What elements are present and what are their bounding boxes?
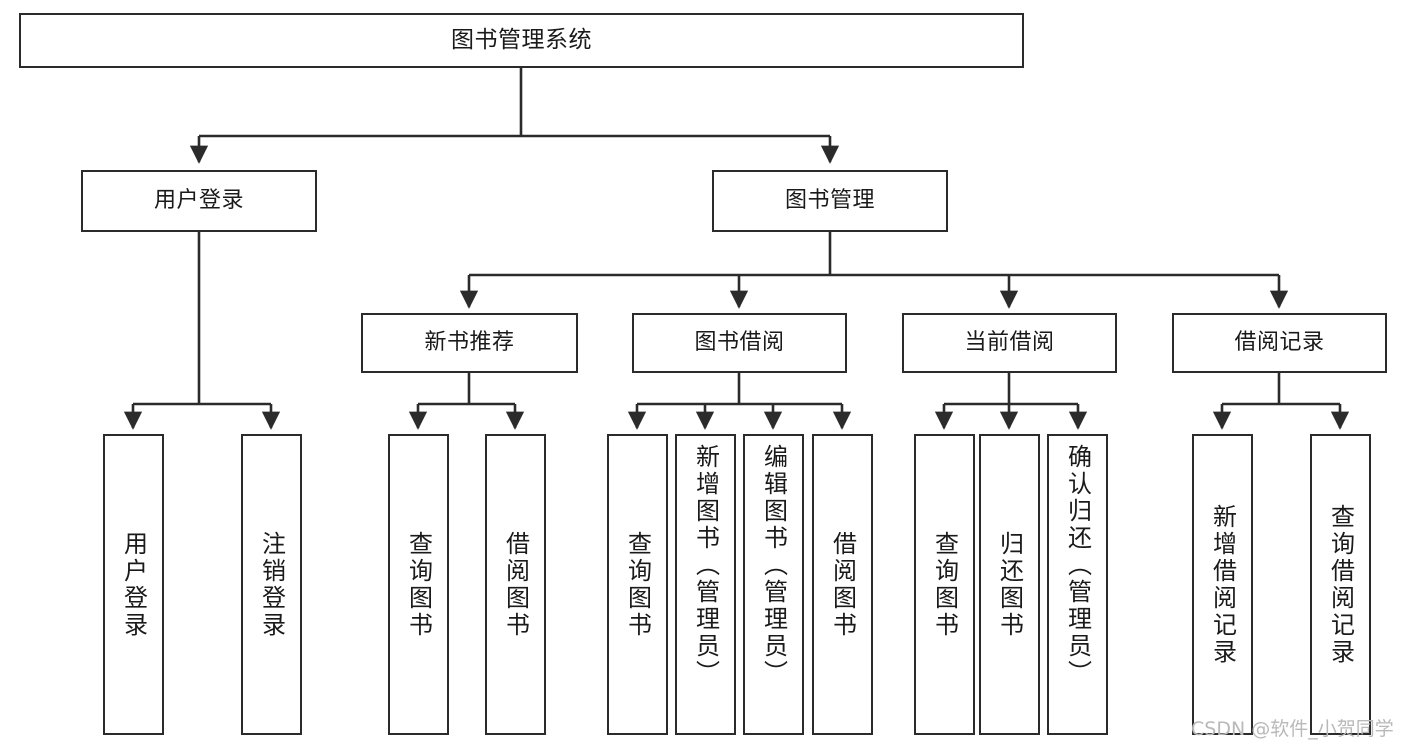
node-label: 借阅记录 <box>1234 330 1325 356</box>
node-user-login[interactable]: 用户登录 <box>81 170 317 232</box>
node-label: 查询借阅记录 <box>1326 503 1355 666</box>
node-label: 用户登录 <box>153 188 244 214</box>
node-label: 新增图书（管理员） <box>691 444 720 687</box>
leaf-query-borrow-record[interactable]: 查询借阅记录 <box>1310 434 1371 735</box>
leaf-user-login[interactable]: 用户登录 <box>103 434 164 735</box>
leaf-return-book[interactable]: 归还图书 <box>979 434 1040 735</box>
node-label: 查询图书 <box>930 530 959 639</box>
node-label: 借阅图书 <box>828 530 857 639</box>
node-label: 确认归还（管理员） <box>1063 444 1092 687</box>
node-label: 新增借阅记录 <box>1208 503 1237 666</box>
node-label: 图书管理 <box>784 188 875 214</box>
node-current-borrow[interactable]: 当前借阅 <box>902 313 1117 373</box>
leaf-add-borrow-record[interactable]: 新增借阅记录 <box>1192 434 1253 735</box>
node-root-book-management-system[interactable]: 图书管理系统 <box>19 13 1024 68</box>
leaf-add-book-admin[interactable]: 新增图书（管理员） <box>675 434 736 735</box>
node-new-book-recommend[interactable]: 新书推荐 <box>361 313 578 373</box>
node-label: 当前借阅 <box>964 330 1055 356</box>
leaf-query-book-recommend[interactable]: 查询图书 <box>388 434 449 735</box>
csdn-watermark: CSDN @软件_小贺同学 <box>1191 718 1394 740</box>
node-label: 图书借阅 <box>694 330 785 356</box>
node-label: 查询图书 <box>404 530 433 639</box>
leaf-borrow-book-recommend[interactable]: 借阅图书 <box>485 434 546 735</box>
leaf-confirm-return-admin[interactable]: 确认归还（管理员） <box>1047 434 1108 735</box>
node-label: 编辑图书（管理员） <box>759 444 788 687</box>
leaf-borrow-book[interactable]: 借阅图书 <box>812 434 873 735</box>
node-book-management[interactable]: 图书管理 <box>712 170 948 232</box>
node-book-borrow[interactable]: 图书借阅 <box>632 313 847 373</box>
node-label: 用户登录 <box>119 530 148 639</box>
node-label: 新书推荐 <box>424 330 515 356</box>
leaf-query-book-current[interactable]: 查询图书 <box>914 434 975 735</box>
leaf-query-book-borrow[interactable]: 查询图书 <box>607 434 668 735</box>
leaf-logout-login[interactable]: 注销登录 <box>241 434 302 735</box>
node-label: 借阅图书 <box>501 530 530 639</box>
node-label: 图书管理系统 <box>451 27 592 54</box>
leaf-edit-book-admin[interactable]: 编辑图书（管理员） <box>743 434 804 735</box>
node-label: 查询图书 <box>623 530 652 639</box>
node-label: 归还图书 <box>995 530 1024 639</box>
node-borrow-record[interactable]: 借阅记录 <box>1172 313 1387 373</box>
node-label: 注销登录 <box>257 530 286 639</box>
